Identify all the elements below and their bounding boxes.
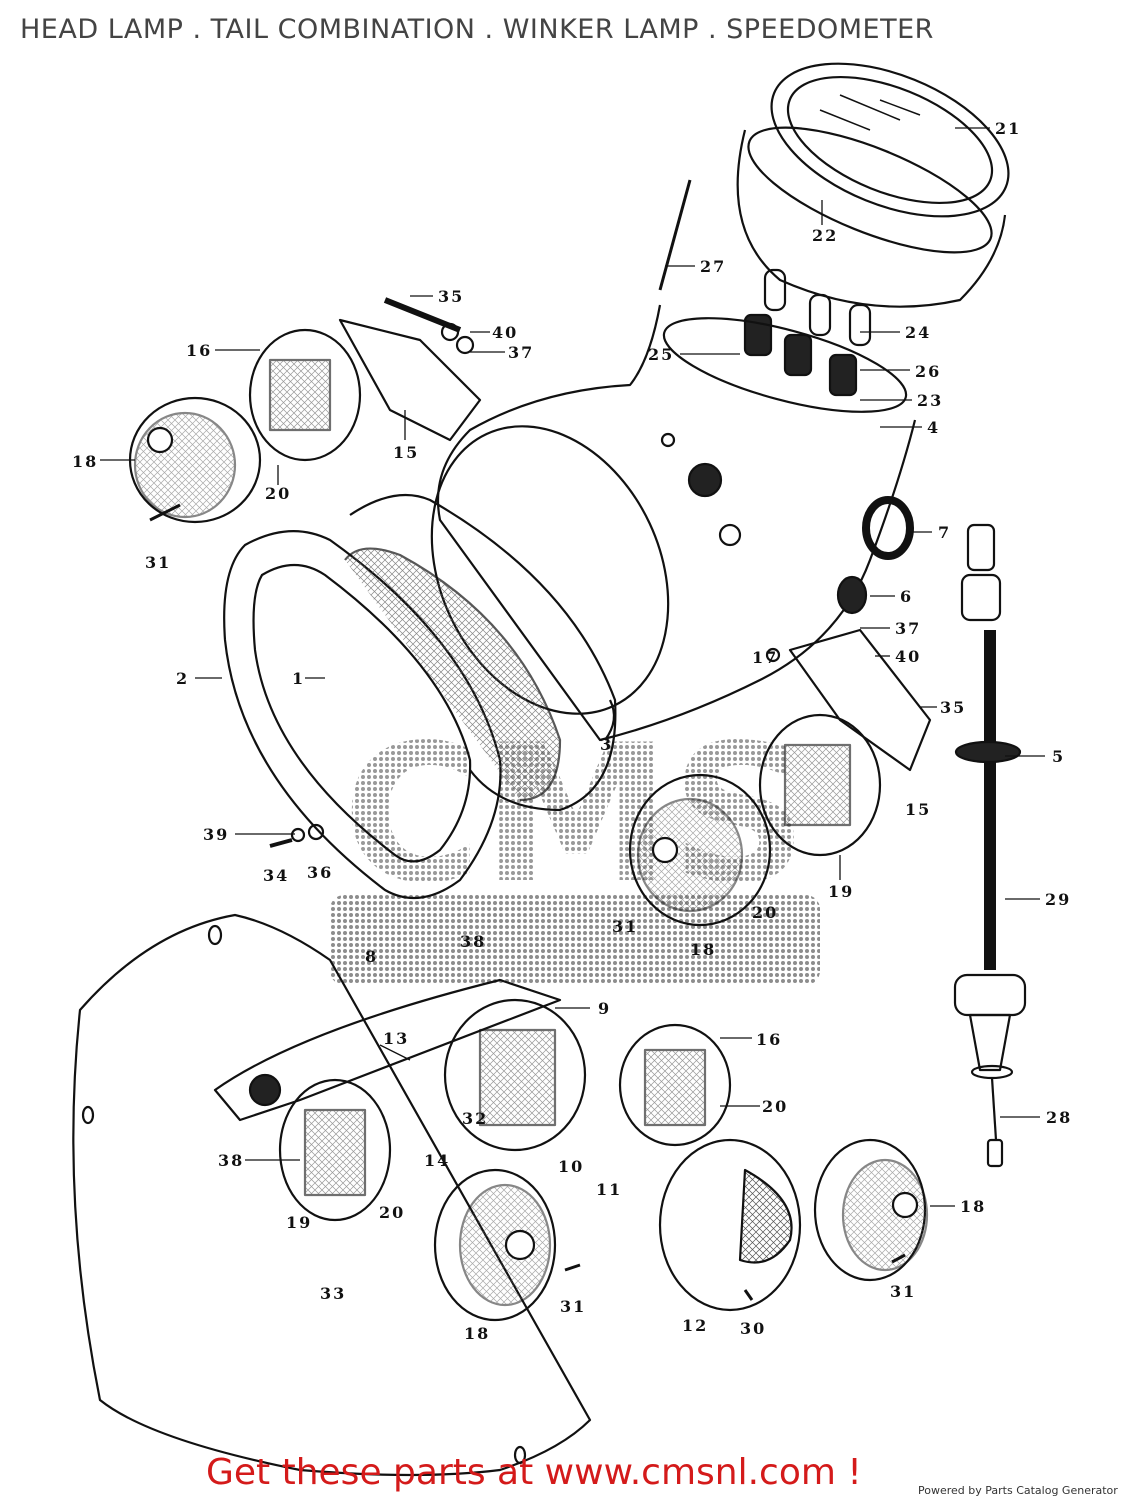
tail-lens [658, 1138, 802, 1312]
callout-2: 2 [176, 669, 189, 688]
callout-30: 30 [740, 1319, 766, 1338]
callout-28: 28 [1046, 1108, 1072, 1127]
callout-40: 40 [895, 647, 921, 666]
winker-socket-left-upper [248, 318, 482, 462]
callout-20: 20 [379, 1203, 405, 1222]
callout-12: 12 [682, 1316, 708, 1335]
powered-by-note: Powered by Parts Catalog Generator [918, 1484, 1118, 1497]
callout-21: 21 [995, 119, 1021, 138]
callout-31: 31 [890, 1282, 916, 1301]
callout-23: 23 [917, 391, 943, 410]
callout-31: 31 [145, 553, 171, 572]
callout-20: 20 [265, 484, 291, 503]
winker-socket-rear-left [278, 1078, 392, 1222]
callout-35: 35 [940, 698, 966, 717]
speedometer [736, 62, 1010, 308]
callout-1: 1 [292, 669, 305, 688]
callout-16: 16 [186, 341, 212, 360]
small-hardware [149, 179, 914, 1301]
callout-5: 5 [1052, 747, 1065, 766]
winker-lens-rear-right [813, 1138, 929, 1282]
callout-34: 34 [263, 866, 289, 885]
page-title: HEAD LAMP . TAIL COMBINATION . WINKER LA… [20, 14, 934, 45]
callout-3: 3 [600, 735, 613, 754]
callout-29: 29 [1045, 890, 1071, 909]
callout-6: 6 [900, 587, 913, 606]
callout-26: 26 [915, 362, 941, 381]
callout-18: 18 [960, 1197, 986, 1216]
winker-lens-right-upper [628, 773, 772, 927]
callout-17: 17 [752, 648, 778, 667]
callout-24: 24 [905, 323, 931, 342]
headlamp-rim [223, 493, 617, 900]
callout-37: 37 [508, 343, 534, 362]
indicator-bulbs [743, 268, 872, 397]
callout-35: 35 [438, 287, 464, 306]
tail-bracket [213, 978, 562, 1122]
part-callouts: 21 22 27 35 40 37 24 16 25 26 23 4 15 18… [72, 119, 1072, 1343]
callout-38: 38 [218, 1151, 244, 1170]
callout-27: 27 [700, 257, 726, 276]
callout-18: 18 [72, 452, 98, 471]
winker-socket-rear-right [618, 1023, 732, 1147]
fender [72, 913, 592, 1477]
callout-31: 31 [612, 917, 638, 936]
callout-4: 4 [927, 418, 940, 437]
callout-22: 22 [812, 226, 838, 245]
callout-18: 18 [464, 1324, 490, 1343]
callout-15: 15 [905, 800, 931, 819]
callout-37: 37 [895, 619, 921, 638]
callout-18: 18 [690, 940, 716, 959]
callout-13: 13 [383, 1029, 409, 1048]
callout-9: 9 [598, 999, 611, 1018]
callout-36: 36 [307, 863, 333, 882]
winker-socket-right-upper [758, 628, 932, 857]
callout-31: 31 [560, 1297, 586, 1316]
callout-19: 19 [828, 882, 854, 901]
callout-7: 7 [938, 523, 951, 542]
callout-10: 10 [558, 1157, 584, 1176]
winker-lens-rear-left [433, 1168, 557, 1322]
callout-8: 8 [365, 947, 378, 966]
callout-20: 20 [752, 903, 778, 922]
winker-lens-left-upper [128, 396, 262, 524]
callout-39: 39 [203, 825, 229, 844]
watermark-letters: CMS [342, 704, 807, 925]
callout-14: 14 [424, 1151, 450, 1170]
callout-38: 38 [460, 932, 486, 951]
callout-33: 33 [320, 1284, 346, 1303]
callout-20: 20 [762, 1097, 788, 1116]
shop-link[interactable]: Get these parts at www.cmsnl.com ! [206, 1452, 862, 1493]
speedometer-cable [953, 523, 1027, 1168]
callout-11: 11 [596, 1180, 622, 1199]
leader-lines [100, 127, 1045, 1207]
tail-lamp-socket [443, 998, 587, 1152]
callout-32: 32 [462, 1109, 488, 1128]
watermark: CMS [330, 704, 820, 985]
callout-19: 19 [286, 1213, 312, 1232]
callout-15: 15 [393, 443, 419, 462]
callout-16: 16 [756, 1030, 782, 1049]
callout-40: 40 [492, 323, 518, 342]
callout-25: 25 [648, 345, 674, 364]
